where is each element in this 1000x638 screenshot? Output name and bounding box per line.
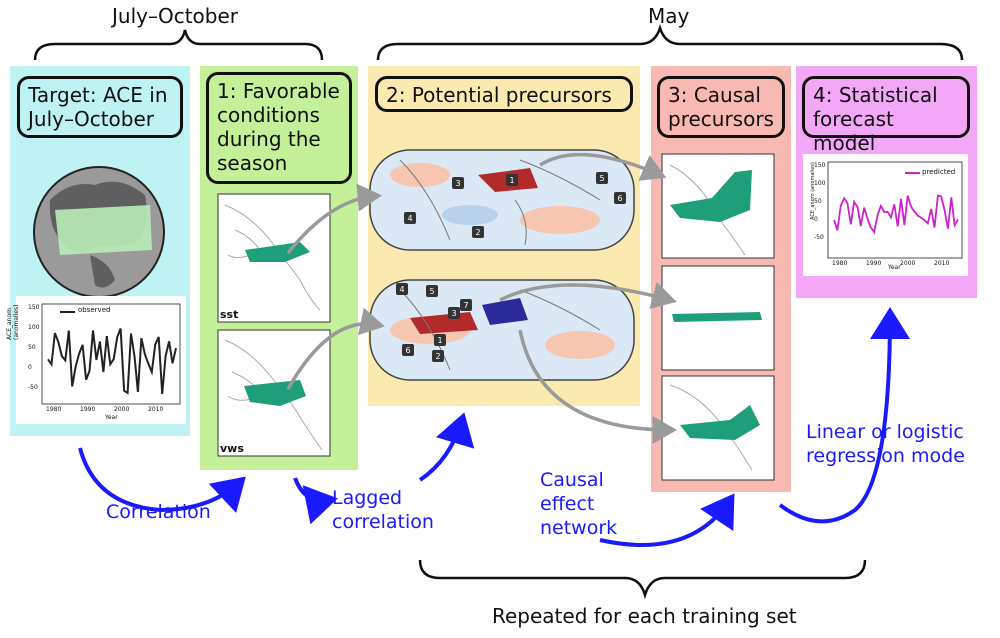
precursor-marker: 4 xyxy=(396,283,408,295)
svg-text:1: 1 xyxy=(509,176,514,185)
svg-text:4: 4 xyxy=(399,285,404,294)
brace-may xyxy=(376,23,964,61)
precursor-marker: 3 xyxy=(452,177,464,189)
predXticks-tick: 1990 xyxy=(866,260,882,267)
predYticks-tick: 50 xyxy=(814,198,822,205)
observed-xlabel: Year xyxy=(105,414,118,421)
favorable-title: 1: Favorable conditions during the seaso… xyxy=(206,72,352,184)
bracket-label-july-october: July–October xyxy=(112,4,239,28)
potential-title: 2: Potential precursors xyxy=(375,76,633,112)
obsYticks-tick: 50 xyxy=(28,344,36,351)
bracket-label-training: Repeated for each training set xyxy=(492,604,797,628)
svg-text:3: 3 xyxy=(451,309,456,318)
predXticks-tick: 1980 xyxy=(832,260,848,267)
precursor-marker: 2 xyxy=(432,350,444,362)
predYticks-tick: 0 xyxy=(814,216,818,223)
map-label-vws: vws xyxy=(220,442,244,455)
bracket-label-may: May xyxy=(648,4,690,28)
obsYticks-tick: 100 xyxy=(28,324,40,331)
precursor-marker: 4 xyxy=(404,212,416,224)
precursor-marker: 7 xyxy=(460,299,472,311)
precursor-marker: 5 xyxy=(426,285,438,297)
target-title: Target: ACE in July–October xyxy=(17,76,183,138)
observed-ylabel: ACE_anom (anomalies) xyxy=(6,304,20,340)
precursor-marker: 2 xyxy=(472,226,484,238)
blue-arrows xyxy=(78,307,910,547)
brace-july-october xyxy=(33,29,324,61)
label-regression: Linear or logistic regression mode xyxy=(806,421,965,467)
precursor-map-1 xyxy=(369,149,635,251)
causal-map-3 xyxy=(661,375,775,481)
globe-illustration xyxy=(33,166,165,298)
forecast-legend: predicted xyxy=(922,168,956,176)
forecast-chart xyxy=(803,154,968,276)
map-label-sst: sst xyxy=(220,308,239,321)
observed-series-line xyxy=(47,328,177,395)
connector-arrows xyxy=(286,152,677,444)
label-causal-effect-network: Causal effect network xyxy=(540,469,618,539)
predYticks-tick: 150 xyxy=(814,162,826,169)
predicted-series-line xyxy=(833,194,959,235)
precursor-marker: 1 xyxy=(434,334,446,346)
precursor-marker: 1 xyxy=(506,174,518,186)
observed-chart xyxy=(16,296,186,424)
svg-text:6: 6 xyxy=(617,194,622,203)
obsXticks-tick: 1980 xyxy=(46,406,62,413)
svg-text:5: 5 xyxy=(429,287,434,296)
forecast-xlabel: Year xyxy=(888,264,901,271)
svg-text:2: 2 xyxy=(475,228,480,237)
svg-text:4: 4 xyxy=(407,214,412,223)
obsXticks-tick: 2000 xyxy=(114,406,130,413)
label-lagged-correlation: Lagged correlation xyxy=(332,487,434,533)
svg-text:5: 5 xyxy=(599,174,604,183)
obsYticks-tick: -50 xyxy=(28,384,38,391)
causal-map-2 xyxy=(661,265,775,371)
obsXticks-tick: 2010 xyxy=(148,406,164,413)
precursor-markers: 1 2 3 4 5 6 1 2 3 4 5 6 7 xyxy=(396,172,626,362)
causal-map-1 xyxy=(661,153,775,259)
svg-text:7: 7 xyxy=(463,301,468,310)
precursor-marker: 3 xyxy=(448,307,460,319)
forecast-title: 4: Statistical forecast model xyxy=(802,76,970,155)
svg-text:6: 6 xyxy=(405,346,410,355)
svg-text:3: 3 xyxy=(455,179,460,188)
precursor-map-2 xyxy=(369,279,635,381)
precursor-marker: 5 xyxy=(596,172,608,184)
svg-text:1: 1 xyxy=(437,336,442,345)
label-correlation: Correlation xyxy=(106,501,211,523)
map-vws xyxy=(217,329,331,457)
precursor-marker: 6 xyxy=(614,192,626,204)
svg-text:2: 2 xyxy=(435,352,440,361)
obsXticks-tick: 1990 xyxy=(80,406,96,413)
causal-title: 3: Causal precursors xyxy=(657,76,785,138)
obsYticks-tick: 150 xyxy=(28,304,40,311)
predXticks-tick: 2000 xyxy=(900,260,916,267)
obsYticks-tick: 0 xyxy=(28,364,32,371)
predXticks-tick: 2010 xyxy=(934,260,950,267)
brace-training xyxy=(418,559,867,600)
map-sst xyxy=(217,193,331,323)
precursor-marker: 6 xyxy=(402,344,414,356)
forecast-ylabel: ACE_anom (anomalies) xyxy=(810,162,816,220)
predYticks-tick: 100 xyxy=(814,180,826,187)
predYticks-tick: -50 xyxy=(814,234,824,241)
observed-legend: observed xyxy=(78,306,111,314)
